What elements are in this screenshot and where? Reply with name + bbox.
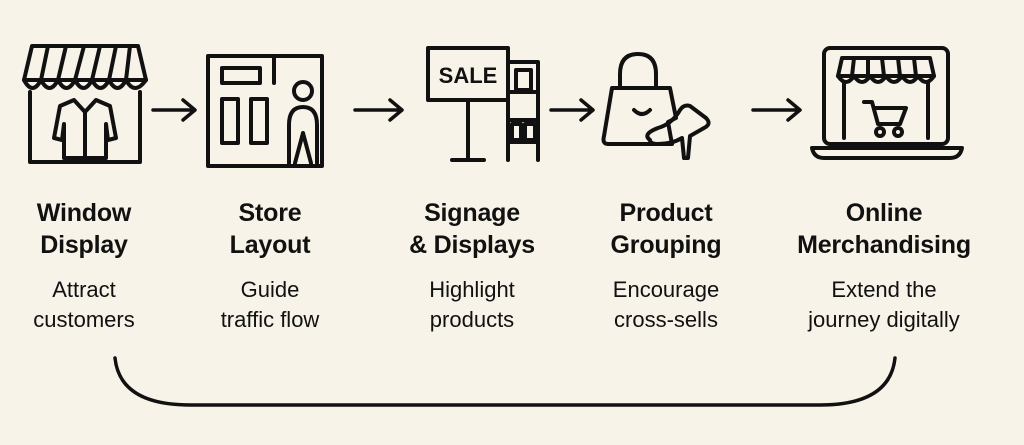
step-title: Signage& Displays	[409, 199, 535, 259]
arrow-icon	[751, 98, 802, 122]
bag-shoe-icon	[598, 48, 718, 166]
arrow-icon	[151, 98, 197, 122]
arrow-icon	[549, 98, 595, 122]
laptop-store-cart-icon	[808, 42, 966, 160]
arrow-icon	[353, 98, 404, 122]
store-layout-icon	[205, 53, 325, 169]
sale-sign-shelf-icon: SALE	[420, 42, 550, 170]
sale-sign-text: SALE	[439, 63, 498, 88]
storefront-coat-icon	[18, 40, 153, 170]
